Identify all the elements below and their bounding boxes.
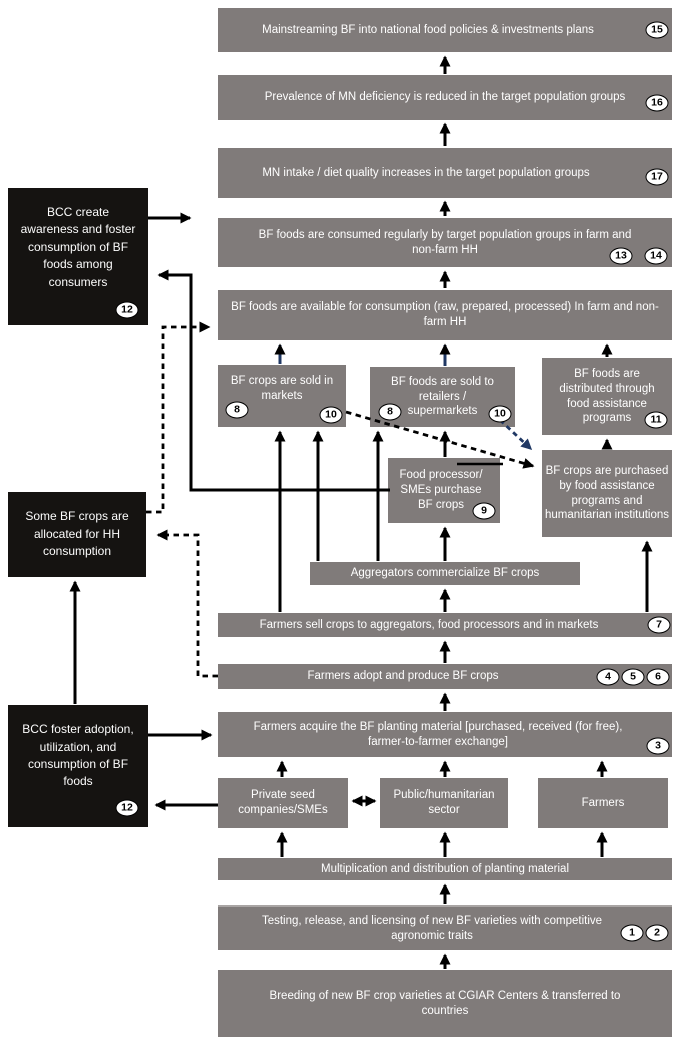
node-aggregators: Aggregators commercialize BF crops	[310, 562, 580, 585]
badge-11: 11	[644, 411, 668, 429]
badge-16: 16	[645, 94, 669, 112]
badge-9: 9	[472, 502, 496, 520]
arrow-allocation-to-available-dashed	[146, 321, 211, 514]
node-available: BF foods are available for consumption (…	[218, 290, 672, 340]
node-farmers-acquire: Farmers acquire the BF planting material…	[218, 712, 672, 757]
badge-retailers-8: 8	[378, 403, 402, 421]
badge-7: 7	[647, 616, 671, 634]
node-public-sector: Public/humanitarian sector	[380, 778, 508, 828]
badge-1: 1	[620, 924, 644, 942]
badge-awareness-12: 12	[115, 301, 139, 319]
node-multiplication: Multiplication and distribution of plant…	[218, 858, 672, 880]
badge-retailers-10: 10	[488, 405, 512, 423]
node-prevalence: Prevalence of MN deficiency is reduced i…	[218, 75, 672, 120]
badge-4: 4	[596, 668, 620, 686]
badge-markets-10: 10	[319, 406, 343, 424]
badge-3: 3	[646, 737, 670, 755]
node-mn-intake: MN intake / diet quality increases in th…	[218, 148, 672, 198]
badge-13: 13	[609, 247, 633, 265]
badge-markets-8: 8	[225, 401, 249, 419]
badge-foster-12: 12	[115, 799, 139, 817]
badge-15: 15	[645, 21, 669, 39]
badge-6: 6	[646, 668, 670, 686]
badge-2: 2	[645, 924, 669, 942]
badge-17: 17	[645, 168, 669, 186]
node-testing: Testing, release, and licensing of new B…	[218, 905, 672, 950]
node-mainstreaming: Mainstreaming BF into national food poli…	[218, 8, 672, 52]
node-processor: Food processor/ SMEs purchase BF crops	[388, 458, 500, 523]
node-farmers-adopt: Farmers adopt and produce BF crops	[218, 664, 672, 689]
node-hh-allocation: Some BF crops are allocated for HH consu…	[8, 492, 146, 577]
node-purchased: BF crops are purchased by food assistanc…	[542, 450, 672, 537]
badge-14: 14	[644, 247, 668, 265]
arrow-adopt-to-allocation-dashed	[156, 529, 218, 678]
node-private-seed: Private seed companies/SMEs	[218, 778, 348, 828]
node-farmers-sell: Farmers sell crops to aggregators, food …	[218, 613, 672, 637]
node-consumed: BF foods are consumed regularly by targe…	[218, 218, 672, 267]
badge-5: 5	[621, 668, 645, 686]
node-farmers: Farmers	[538, 778, 668, 828]
node-breeding: Breeding of new BF crop varieties at CGI…	[218, 970, 672, 1037]
